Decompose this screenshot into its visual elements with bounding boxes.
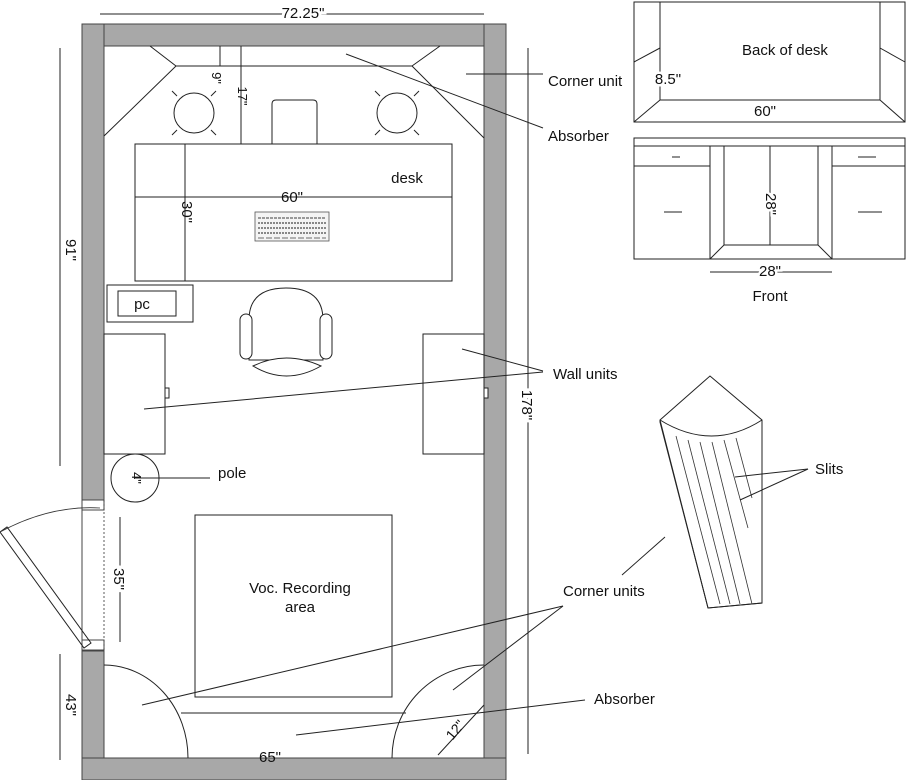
room-width-label: 72.25" xyxy=(282,5,325,22)
pole-label: pole xyxy=(218,465,246,482)
corner-radius-label: 12" xyxy=(442,717,467,743)
main-chair xyxy=(239,287,333,377)
bottom-corner-units xyxy=(103,664,485,759)
vocal-recording-area: Voc. Recording area xyxy=(194,514,393,698)
door xyxy=(0,500,105,652)
back-depth-label: 8.5" xyxy=(655,71,681,88)
speaker-stand-left xyxy=(171,90,217,136)
top-absorber xyxy=(103,45,485,139)
voc-area-line2: area xyxy=(285,599,316,616)
bottom-width-label: 65" xyxy=(259,749,281,766)
absorber-bottom-label: Absorber xyxy=(594,691,655,708)
left-length-label: 91" xyxy=(62,239,79,261)
top-small-dimensions: 9" 17" xyxy=(209,46,250,144)
pc-label: pc xyxy=(134,296,150,313)
right-length-dimension: 178" xyxy=(515,48,538,754)
back-of-desk-label: Back of desk xyxy=(742,42,828,59)
front-height-label: 28" xyxy=(762,193,779,215)
corner-unit-detail xyxy=(659,375,763,609)
left-length-dimension: 91" xyxy=(59,48,79,466)
door-width-label: 35" xyxy=(110,568,127,590)
wall-unit-right xyxy=(422,333,489,455)
dim-17-label: 17" xyxy=(235,86,250,105)
door-width-dimension: 35" xyxy=(107,517,130,642)
pc-unit: pc xyxy=(106,284,194,323)
pole-dim-label: 4" xyxy=(129,472,144,484)
back-of-desk-view: Back of desk 8.5" 60" xyxy=(633,1,906,123)
voc-area-line1: Voc. Recording xyxy=(249,580,351,597)
bottom-absorber: 65" xyxy=(181,712,406,766)
desk-depth-label: 30" xyxy=(178,201,195,223)
slits-callout: Slits xyxy=(734,461,843,501)
corner-unit-callout: Corner unit xyxy=(466,73,623,90)
wall-units-callout: Wall units xyxy=(143,348,617,410)
room-width-dimension: 72.25" xyxy=(100,2,484,25)
door-offset-label: 43" xyxy=(62,694,79,716)
wall-units-label: Wall units xyxy=(553,366,617,383)
room-walls xyxy=(81,23,507,780)
door-offset-dimension: 43" xyxy=(59,654,82,760)
back-width-label: 60" xyxy=(754,103,776,120)
front-label: Front xyxy=(752,288,788,305)
corner-units-label: Corner units xyxy=(563,583,645,600)
desk-width-label: 60" xyxy=(281,189,303,206)
corner-unit-label: Corner unit xyxy=(548,73,623,90)
absorber-top-callout: Absorber xyxy=(345,53,609,145)
front-view: 28" 28" Front xyxy=(633,137,906,305)
wall-unit-left xyxy=(103,333,170,455)
front-width-label: 28" xyxy=(759,263,781,280)
pole: 4" pole xyxy=(110,453,246,503)
keyboard xyxy=(254,211,330,242)
corner-units-callout: Corner units xyxy=(141,536,666,706)
right-length-label: 178" xyxy=(518,390,535,420)
absorber-top-label: Absorber xyxy=(548,128,609,145)
speaker-stand-right xyxy=(374,90,420,136)
absorber-bottom-callout: Absorber xyxy=(295,691,655,736)
desk-label: desk xyxy=(391,170,423,187)
corner-radius-dimension: 12" xyxy=(437,704,485,756)
slits-label: Slits xyxy=(815,461,843,478)
dim-9-label: 9" xyxy=(209,72,224,84)
